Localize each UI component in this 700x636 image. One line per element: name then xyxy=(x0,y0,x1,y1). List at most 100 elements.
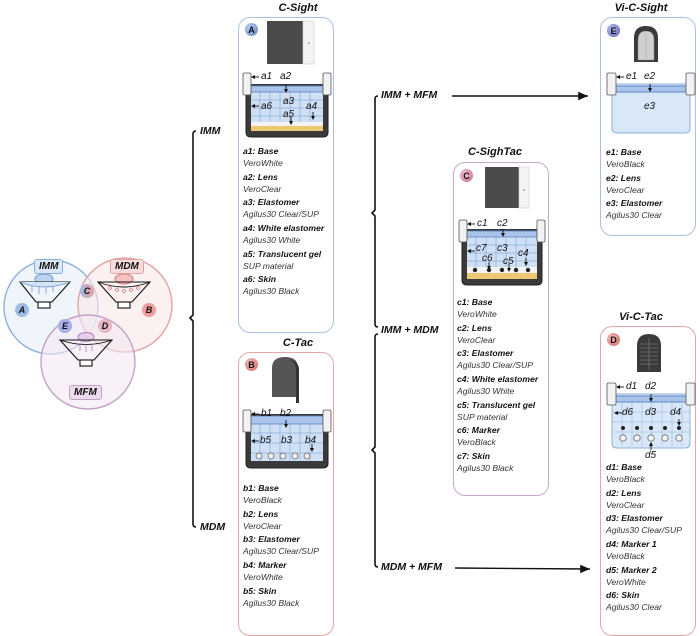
material-name: b2: Lens xyxy=(243,508,279,519)
dome-sensor-icon xyxy=(634,26,658,62)
material-name: c3: Elastomer xyxy=(457,348,514,359)
label-e3: e3 xyxy=(644,101,656,112)
brace-lower xyxy=(370,333,379,568)
material-name: c5: Translucent gel xyxy=(457,399,536,410)
material-name: c2: Lens xyxy=(457,322,492,333)
branch-label-mdm-mfm: MDM + MFM xyxy=(381,561,442,573)
card-title: Vi-C-Sight xyxy=(614,2,668,14)
branch-label-imm-mfm: IMM + MFM xyxy=(381,89,438,101)
material-value: Agilus30 Clear/SUP xyxy=(606,525,682,536)
venn-region-b: B xyxy=(142,303,156,317)
mdm-sensor-icon xyxy=(96,273,152,309)
material-name: a1: Base xyxy=(243,146,279,156)
card-title: C-Sight xyxy=(278,2,318,14)
branch-label-mdm: MDM xyxy=(200,521,226,533)
material-value: VeroWhite xyxy=(606,576,646,587)
venn-region-e: E xyxy=(58,319,72,333)
card-badge: B xyxy=(245,358,258,371)
card-frame xyxy=(453,162,549,496)
material-value: Agilus30 Clear xyxy=(606,210,662,221)
material-value: VeroWhite xyxy=(243,571,283,582)
material-name: d1: Base xyxy=(606,462,642,472)
sensor-cross-section xyxy=(242,72,332,138)
venn-region-d: D xyxy=(98,319,112,333)
card-title: C-SighTac xyxy=(468,146,522,158)
material-value: VeroBlack xyxy=(243,495,282,506)
cube-icon xyxy=(267,20,315,65)
material-value: Agilus30 White xyxy=(457,385,515,396)
label-b4: b4 xyxy=(305,435,317,446)
branch-label-imm-mdm: IMM + MDM xyxy=(381,324,439,336)
venn-tag-mdm: MDM xyxy=(110,259,144,274)
card-badge: E xyxy=(607,24,620,37)
dome-sensor-icon xyxy=(637,334,661,372)
brace-level1 xyxy=(188,130,197,528)
sensor-cross-section xyxy=(458,219,546,286)
label-b3: b3 xyxy=(281,435,293,446)
material-value: VeroClear xyxy=(606,499,645,510)
card-title: C-Tac xyxy=(282,337,314,349)
material-value: VeroClear xyxy=(457,334,496,345)
material-name: a4: White elastomer xyxy=(243,222,325,233)
label-a4: a4 xyxy=(306,101,318,112)
label-b1: b1 xyxy=(261,408,273,419)
arrow-mdm-mfm xyxy=(454,564,591,574)
material-value: VeroWhite xyxy=(243,158,283,169)
material-name: b5: Skin xyxy=(243,585,277,596)
material-value: SUP material xyxy=(243,260,294,271)
material-value: Agilus30 Black xyxy=(457,462,514,473)
material-name: a5: Translucent gel xyxy=(243,248,322,259)
label-c5: c5 xyxy=(503,256,514,267)
material-name: c1: Base xyxy=(457,297,493,307)
label-d2: d2 xyxy=(645,381,657,392)
label-a3: a3 xyxy=(283,96,295,107)
dome-sensor-icon xyxy=(272,357,299,403)
material-name: e1: Base xyxy=(606,147,642,157)
sensor-cross-section xyxy=(606,72,696,134)
material-name: a2: Lens xyxy=(243,171,278,182)
label-a6: a6 xyxy=(261,101,273,112)
imm-sensor-icon xyxy=(18,273,72,309)
material-value: VeroClear xyxy=(243,183,282,194)
material-value: VeroBlack xyxy=(457,437,496,448)
label-e1: e1 xyxy=(626,71,638,82)
material-value: Agilus30 Clear/SUP xyxy=(243,209,319,220)
material-name: d4: Marker 1 xyxy=(606,538,657,549)
venn-region-a: A xyxy=(15,303,29,317)
branch-label-imm: IMM xyxy=(200,125,221,137)
material-name: a6: Skin xyxy=(243,274,276,285)
label-d3: d3 xyxy=(645,407,657,418)
label-d6: d6 xyxy=(622,407,634,418)
material-name: d5: Marker 2 xyxy=(606,564,657,575)
material-name: d6: Skin xyxy=(606,590,640,601)
label-c6: c6 xyxy=(482,253,493,264)
material-value: SUP material xyxy=(457,411,508,422)
card-badge: A xyxy=(245,23,258,36)
material-name: e2: Lens xyxy=(606,172,641,183)
venn-tag-mfm: MFM xyxy=(69,385,102,400)
card-badge: D xyxy=(607,333,620,346)
material-value: VeroBlack xyxy=(606,159,645,170)
label-c4: c4 xyxy=(518,248,529,259)
sensor-cross-section xyxy=(242,409,332,469)
